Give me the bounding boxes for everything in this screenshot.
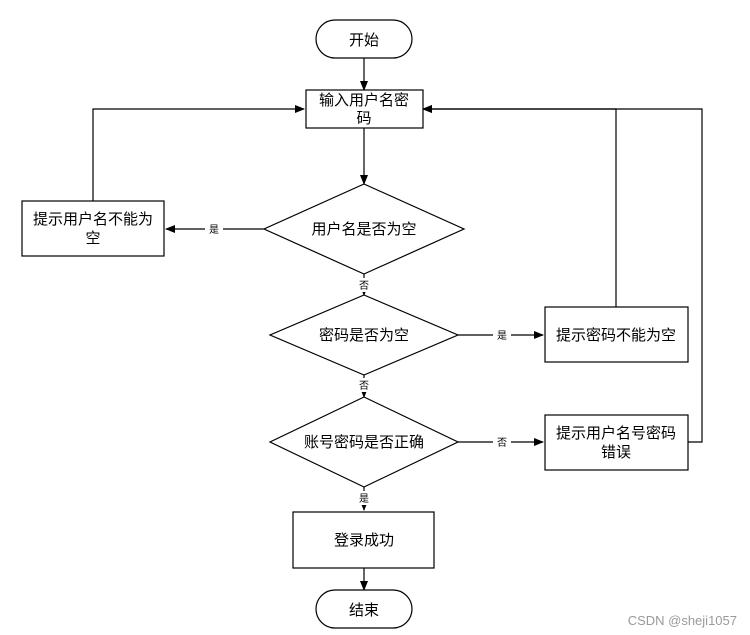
check-username-label: 用户名是否为空	[311, 220, 416, 238]
edge-label-account-yes: 是	[359, 493, 369, 505]
account-error-warning-line1: 提示用户名号密码	[556, 424, 676, 442]
password-empty-warning-label: 提示密码不能为空	[556, 326, 676, 344]
edge-username-warning-back	[92, 105, 305, 201]
edge-label-password-no: 否	[359, 380, 369, 392]
login-success-node: 登录成功	[292, 511, 435, 569]
edge-label-username-no: 否	[359, 280, 369, 292]
password-empty-warning-node: 提示密码不能为空	[544, 306, 689, 363]
watermark-text: CSDN @sheji1057	[628, 613, 737, 628]
edge-account-warning-back	[422, 105, 703, 443]
end-node: 结束	[315, 589, 413, 629]
check-password-node: 密码是否为空	[268, 294, 460, 376]
edge-label-username-yes: 是	[209, 224, 219, 236]
input-credentials-node: 输入用户名密 码	[305, 89, 424, 129]
account-error-warning-line2: 错误	[601, 443, 631, 461]
username-empty-warning-line2: 空	[85, 229, 100, 247]
account-error-warning-node: 提示用户名号密码 错误	[544, 414, 689, 471]
end-label: 结束	[349, 601, 379, 619]
input-credentials-label-line1: 输入用户名密	[319, 91, 409, 109]
start-node: 开始	[315, 19, 413, 59]
check-password-label: 密码是否为空	[319, 326, 409, 344]
input-credentials-label-line2: 码	[356, 109, 371, 127]
check-account-label: 账号密码是否正确	[304, 433, 424, 451]
edge-password-warning-back	[422, 105, 617, 307]
edge-label-account-no: 否	[497, 437, 507, 449]
edge-label-password-yes: 是	[497, 330, 507, 342]
start-label: 开始	[349, 31, 379, 49]
login-success-label: 登录成功	[334, 531, 394, 549]
username-empty-warning-node: 提示用户名不能为 空	[21, 200, 165, 257]
check-username-node: 用户名是否为空	[262, 183, 466, 275]
username-empty-warning-line1: 提示用户名不能为	[33, 210, 153, 228]
check-account-node: 账号密码是否正确	[268, 396, 460, 488]
